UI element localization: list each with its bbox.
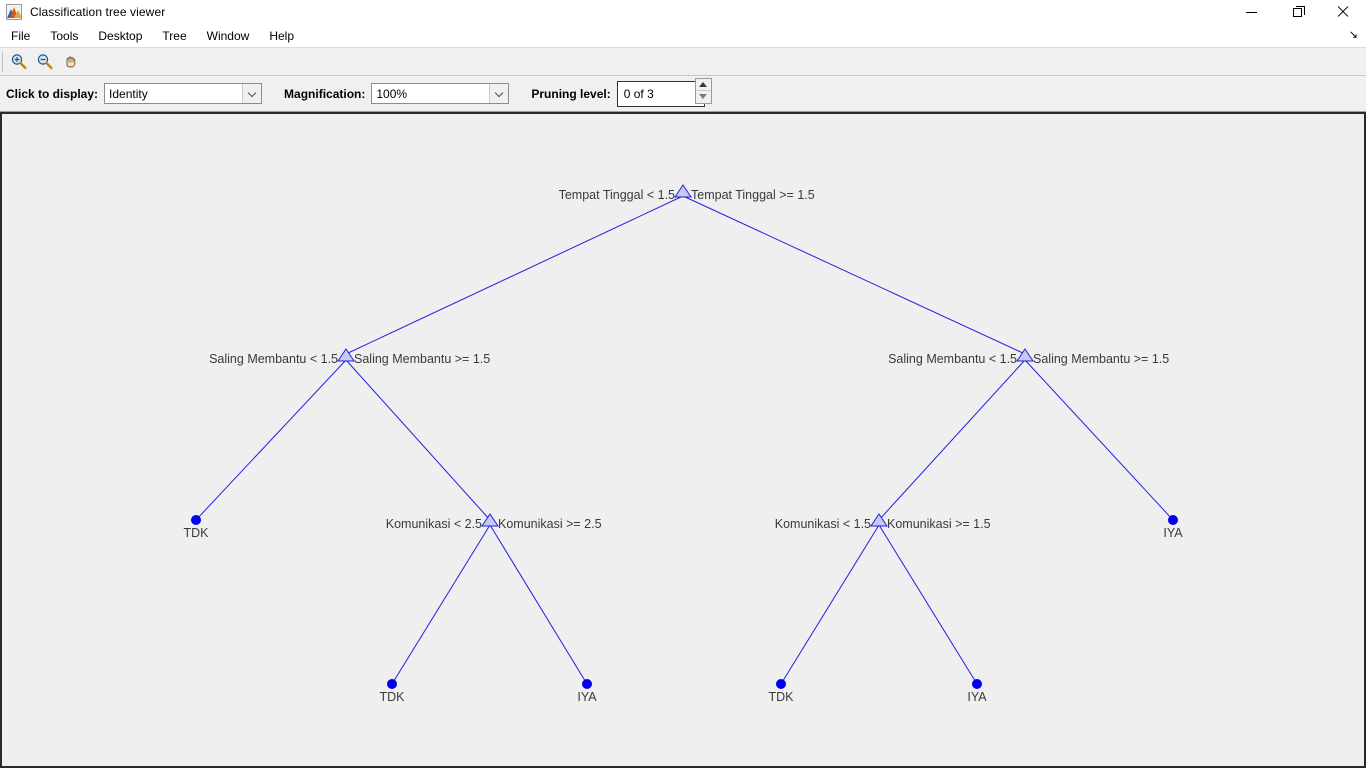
magnification-value: 100% — [376, 86, 408, 101]
tree-leaf-labels: TDK IYA TDK IYA TDK IYA — [184, 526, 1184, 704]
leaf-node-tdk-2[interactable] — [387, 679, 397, 689]
pruning-increase-button[interactable] — [695, 78, 711, 91]
undock-arrow-icon[interactable]: ↘ — [1348, 29, 1358, 41]
menu-bar: File Tools Desktop Tree Window Help ↘ — [0, 24, 1366, 48]
click-to-display-select[interactable]: Identity — [104, 83, 263, 104]
pan-hand-icon — [66, 56, 76, 67]
leaf-label-iya-3: IYA — [967, 690, 987, 704]
edge-l1-right — [345, 359, 491, 521]
close-icon — [1337, 6, 1349, 18]
pruning-decrease-button[interactable] — [695, 91, 711, 103]
leaf-label-iya-1: IYA — [1163, 526, 1183, 540]
close-button[interactable] — [1320, 0, 1366, 24]
window-controls — [1228, 0, 1366, 24]
label-l2-left: Komunikasi < 2.5 — [386, 517, 482, 531]
leaf-node-iya-3[interactable] — [972, 679, 982, 689]
maximize-icon — [1292, 5, 1305, 17]
pruning-level-spinner[interactable]: 0 of 3 — [616, 77, 712, 107]
control-strip: Click to display: Identity Magnification… — [0, 76, 1366, 112]
leaf-node-tdk-3[interactable] — [776, 679, 786, 689]
leaf-label-tdk-2: TDK — [380, 690, 406, 704]
menu-tools[interactable]: Tools — [50, 28, 79, 43]
label-r1-right: Saling Membantu >= 1.5 — [1033, 352, 1169, 366]
leaf-label-iya-2: IYA — [577, 690, 597, 704]
edge-r2-left — [780, 524, 880, 685]
triangle-up-icon — [699, 81, 708, 87]
chevron-down-icon — [489, 84, 509, 103]
label-root-right: Tempat Tinggal >= 1.5 — [691, 188, 815, 202]
label-l2-right: Komunikasi >= 2.5 — [498, 517, 602, 531]
menu-desktop[interactable]: Desktop — [98, 28, 143, 43]
pruning-level-value: 0 of 3 — [623, 86, 654, 101]
leaf-label-tdk-3: TDK — [769, 690, 795, 704]
toolbar — [0, 48, 1366, 76]
pruning-level-label: Pruning level: — [531, 86, 611, 101]
label-r2-right: Komunikasi >= 1.5 — [887, 517, 991, 531]
branch-node-left[interactable] — [337, 348, 355, 362]
branch-node-right[interactable] — [1016, 348, 1034, 362]
edge-root-right — [682, 195, 1026, 355]
label-r1-left: Saling Membantu < 1.5 — [888, 352, 1017, 366]
leaf-node-iya-2[interactable] — [582, 679, 592, 689]
classification-tree-graphic: Tempat Tinggal < 1.5 Tempat Tinggal >= 1… — [184, 184, 1184, 704]
label-r2-left: Komunikasi < 1.5 — [775, 517, 871, 531]
pruning-level-arrows[interactable] — [694, 77, 712, 104]
branch-node-right-komunikasi[interactable] — [870, 513, 888, 527]
magnification-label: Magnification: — [284, 86, 366, 101]
magnification-select[interactable]: 100% — [371, 83, 510, 104]
matlab-icon — [6, 4, 22, 20]
menu-file[interactable]: File — [11, 28, 31, 43]
tree-edges — [195, 195, 1174, 685]
chevron-down-icon — [242, 84, 262, 103]
click-to-display-value: Identity — [109, 86, 148, 101]
menu-help[interactable]: Help — [269, 28, 294, 43]
minimize-button[interactable] — [1228, 0, 1274, 24]
zoom-in-button[interactable] — [7, 50, 31, 74]
edge-l2-right — [489, 524, 588, 685]
toolbar-separator — [2, 51, 3, 72]
label-l1-left: Saling Membantu < 1.5 — [209, 352, 338, 366]
zoom-out-button[interactable] — [33, 50, 57, 74]
triangle-down-icon — [699, 94, 708, 100]
tree-branch-nodes — [337, 184, 1034, 527]
maximize-button[interactable] — [1274, 0, 1320, 24]
tree-split-labels: Tempat Tinggal < 1.5 Tempat Tinggal >= 1… — [209, 188, 1169, 531]
tree-leaf-nodes — [191, 515, 1178, 689]
title-bar: Classification tree viewer — [0, 0, 1366, 24]
menu-tree[interactable]: Tree — [162, 28, 187, 43]
pruning-level-field[interactable]: 0 of 3 — [616, 80, 705, 107]
edge-root-left — [345, 195, 684, 355]
menu-window[interactable]: Window — [206, 28, 250, 43]
leaf-label-tdk-1: TDK — [184, 526, 210, 540]
edge-r1-left — [878, 359, 1026, 521]
edge-l2-left — [391, 524, 491, 685]
edge-r2-right — [878, 524, 978, 685]
zoom-in-icon — [11, 53, 27, 69]
zoom-out-icon — [37, 53, 53, 69]
window-title: Classification tree viewer — [30, 5, 166, 19]
label-root-left: Tempat Tinggal < 1.5 — [559, 188, 675, 202]
click-to-display-label: Click to display: — [6, 86, 99, 101]
branch-node-left-komunikasi[interactable] — [481, 513, 499, 527]
label-l1-right: Saling Membantu >= 1.5 — [354, 352, 490, 366]
minimize-icon — [1245, 11, 1257, 13]
edge-l1-left — [195, 359, 347, 521]
tree-plot-area[interactable]: Tempat Tinggal < 1.5 Tempat Tinggal >= 1… — [0, 112, 1366, 768]
pan-button[interactable] — [59, 50, 83, 74]
branch-node-root[interactable] — [674, 184, 692, 198]
leaf-node-tdk-1[interactable] — [191, 515, 201, 525]
edge-r1-right — [1024, 359, 1174, 521]
leaf-node-iya-1[interactable] — [1168, 515, 1178, 525]
